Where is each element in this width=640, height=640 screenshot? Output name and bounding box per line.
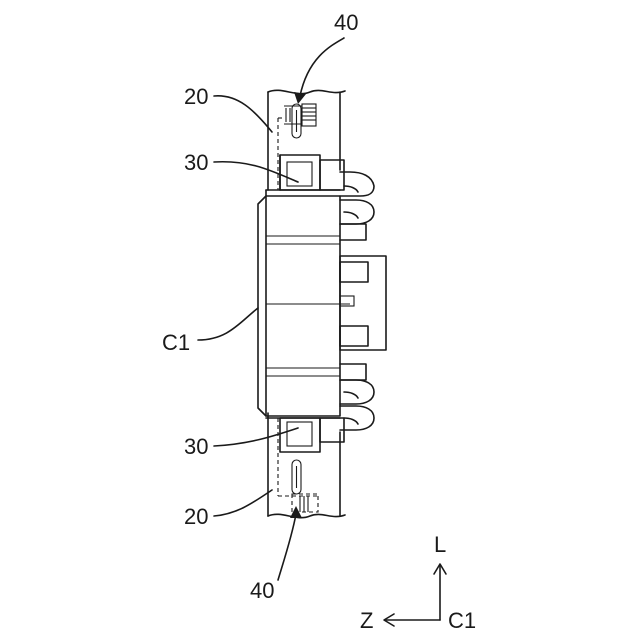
label-30-bottom: 30 xyxy=(184,434,208,459)
label-40-top: 40 xyxy=(334,10,358,35)
screw-top xyxy=(284,104,316,126)
label-20-top: 20 xyxy=(184,84,208,109)
terminal-block-bottom xyxy=(280,418,344,452)
leader-lines xyxy=(198,38,344,580)
coordinate-axes xyxy=(384,564,446,626)
terminal-block-top xyxy=(280,155,344,190)
axis-label-l: L xyxy=(434,532,446,557)
axis-label-z: Z xyxy=(360,608,373,633)
right-latch-assembly xyxy=(340,172,386,430)
axis-label-c1: C1 xyxy=(448,608,476,633)
label-20-bottom: 20 xyxy=(184,504,208,529)
label-40-bottom: 40 xyxy=(250,578,274,603)
label-30-top: 30 xyxy=(184,150,208,175)
label-c1: C1 xyxy=(162,330,190,355)
slot-top xyxy=(292,104,301,138)
slot-bottom xyxy=(292,460,301,494)
